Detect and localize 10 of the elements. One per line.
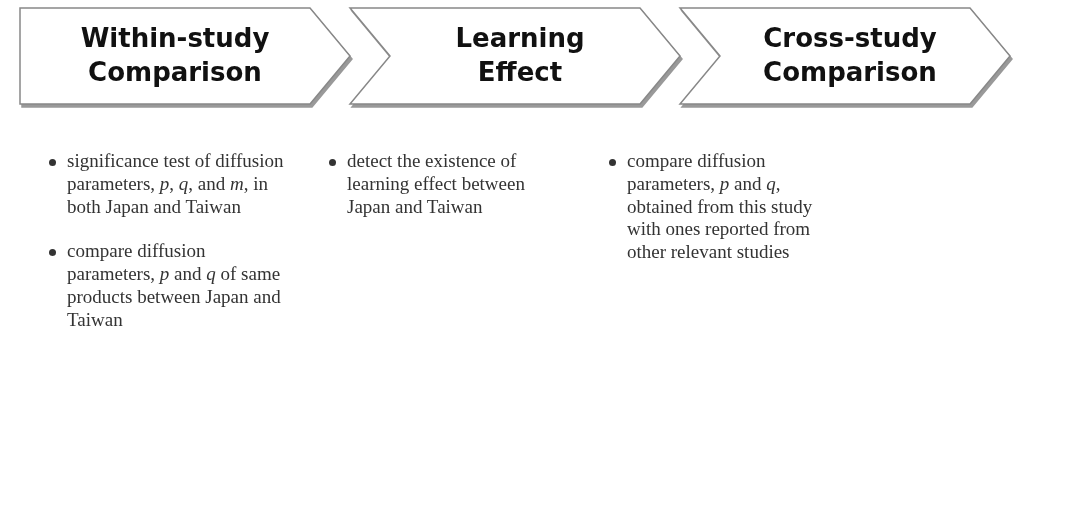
- step-title: Within-study Comparison: [79, 22, 271, 89]
- chevron-step: [350, 8, 680, 104]
- bullet-text: significance test of diffusion parameters, p, q, and m, in both Japan and Taiwan: [67, 150, 284, 217]
- bullet-text: compare diffusion parameters, p and q of same products between Japan and Taiwan: [67, 240, 281, 330]
- chevron-step: [20, 8, 350, 104]
- step-title: Cross-study Comparison: [762, 22, 938, 89]
- bullet-text: compare diffusion parameters, p and q, obtained from this study with ones reported from other relevant studies: [627, 150, 813, 263]
- chevron-step: [680, 8, 1010, 104]
- bullet-text: detect the existence of learning effect between Japan and Taiwan: [347, 150, 525, 217]
- step-title: Learning Effect: [454, 22, 586, 89]
